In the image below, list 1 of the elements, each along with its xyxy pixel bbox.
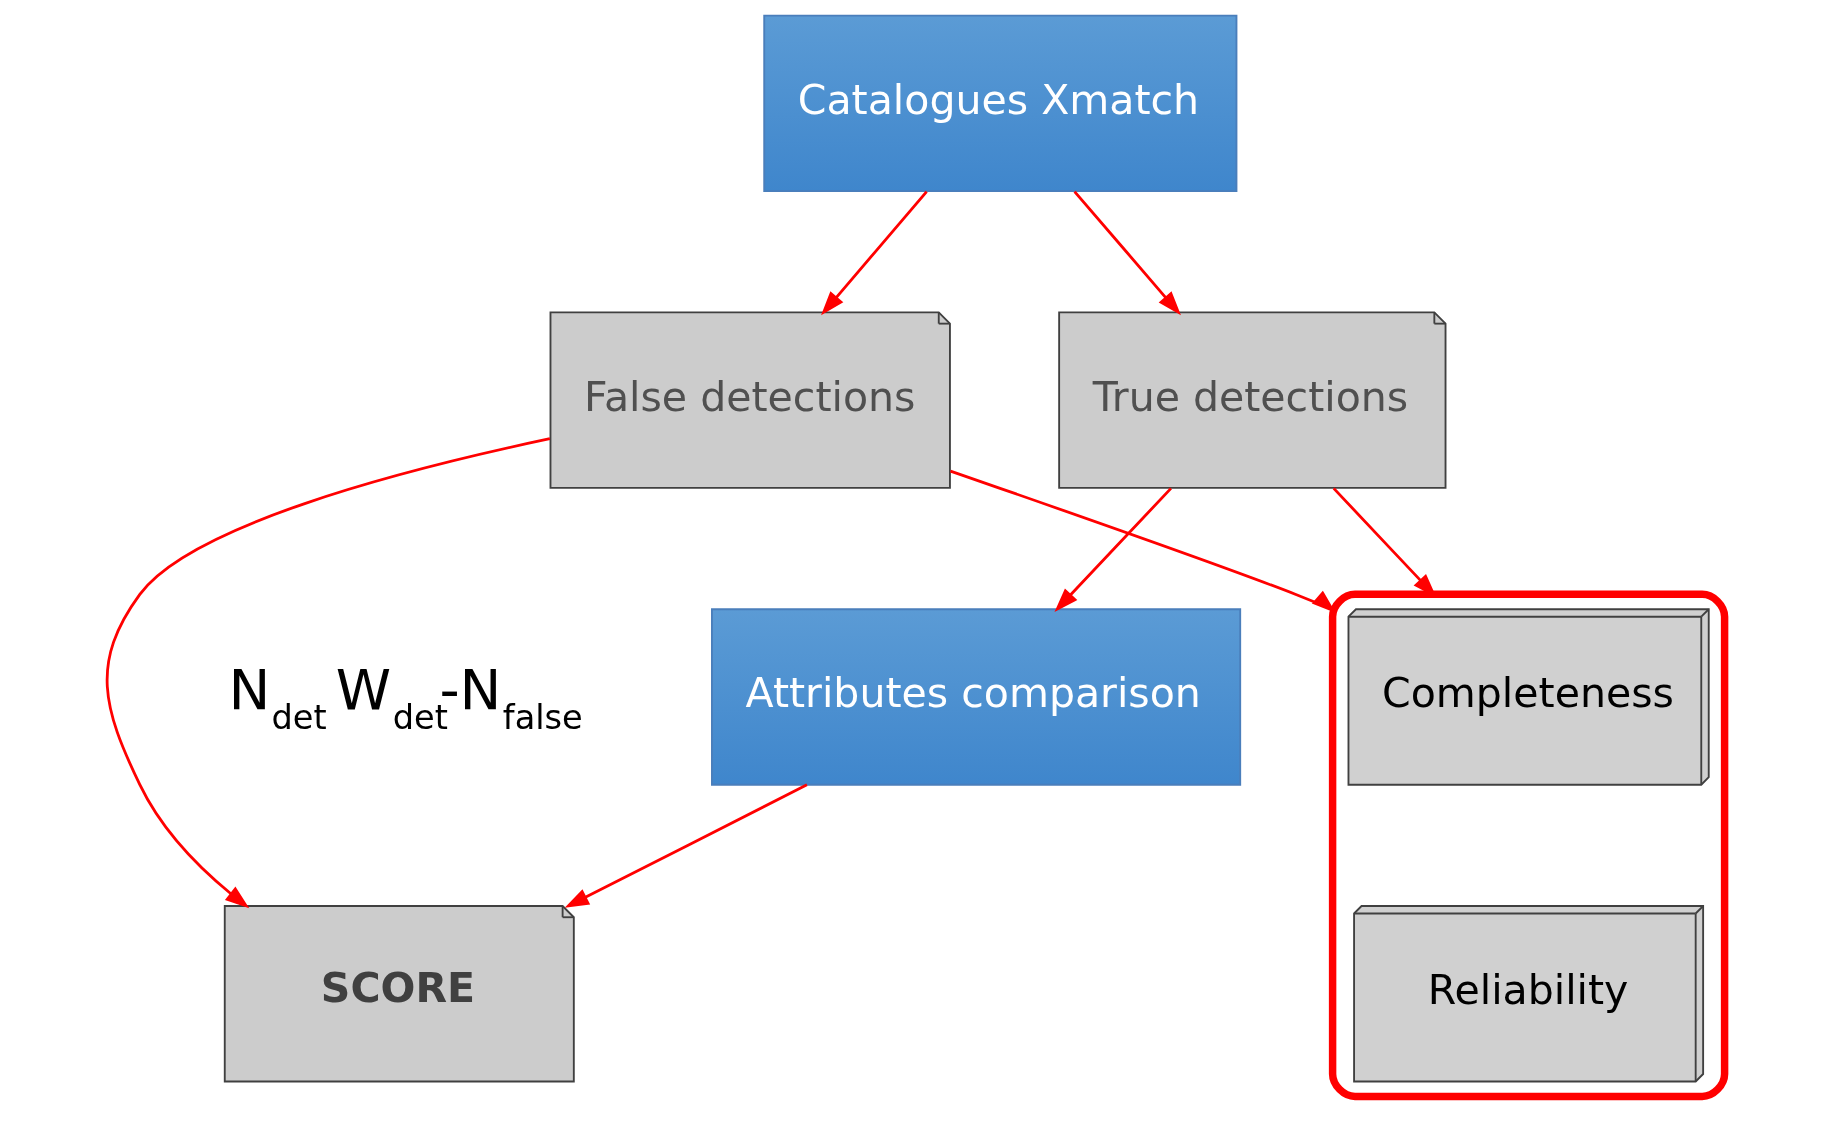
node-label: N$_{det}$ W$_{det}$-N$_{false}$: [227, 657, 583, 737]
